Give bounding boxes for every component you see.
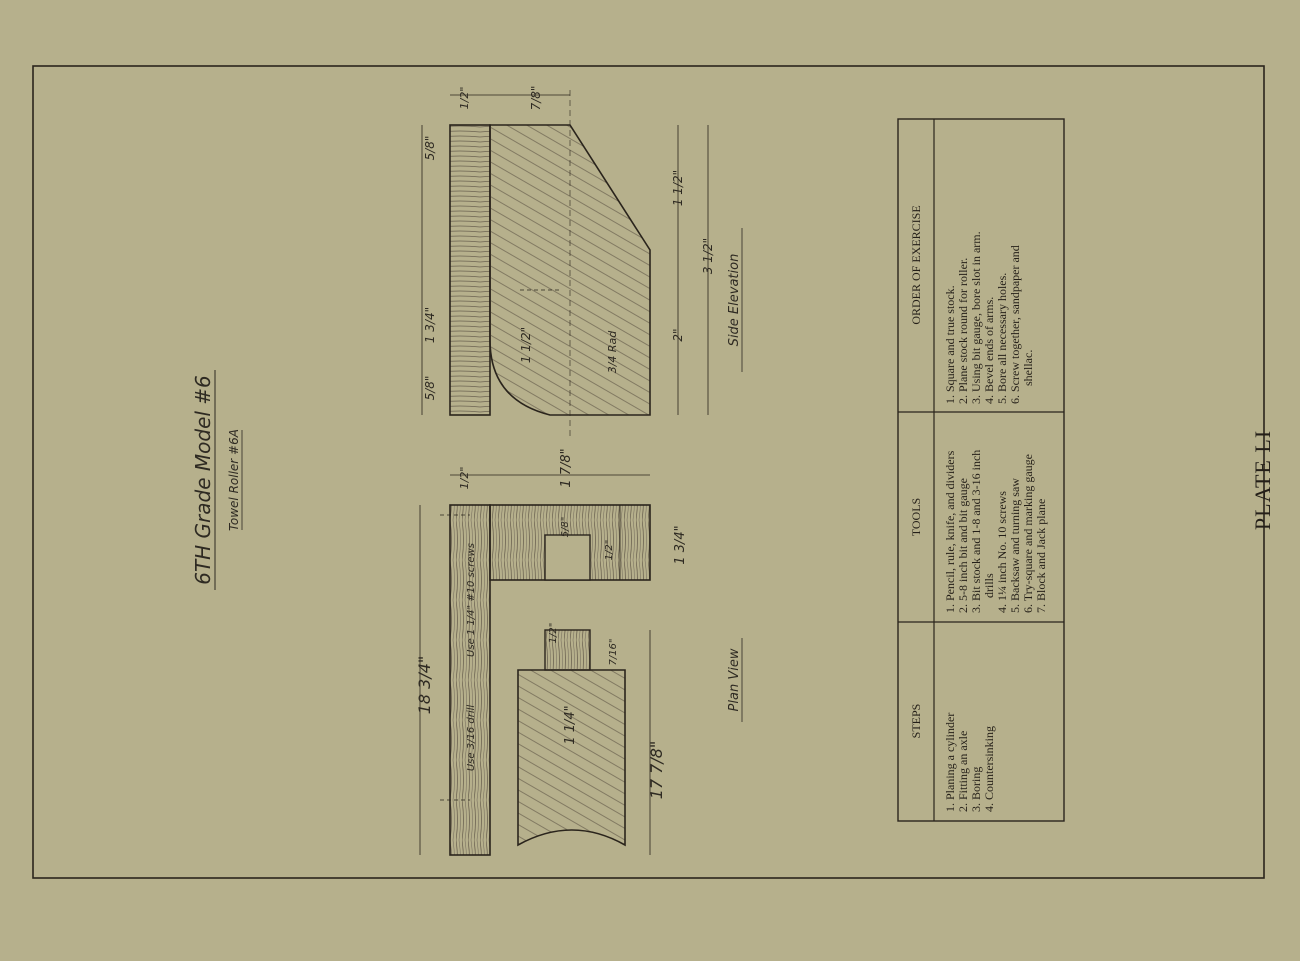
dim-length-2: 17 7/8" — [647, 741, 666, 800]
dim-side-7-8: 7/8" — [529, 86, 543, 111]
dim-side-2: 2" — [671, 328, 685, 341]
step-item: 2. Fitting an axle — [956, 731, 970, 812]
model-title: Towel Roller #6A — [227, 429, 241, 531]
order-item: 1. Square and true stock. — [943, 285, 957, 404]
side-bar — [449, 124, 491, 416]
dim-axle-7-16: 7/16" — [608, 638, 619, 665]
tool-item: 5. Backsaw and turning saw — [1008, 478, 1022, 613]
dim-slot-5-8: 5/8" — [560, 517, 571, 538]
step-item: 1. Planing a cylinder — [943, 713, 957, 812]
dim-side-1-1-2-a: 1 1/2" — [519, 327, 533, 363]
dim-side-1-1-2-b: 1 1/2" — [671, 170, 685, 206]
dim-side-5-8-b: 5/8" — [423, 376, 437, 401]
tool-item: 6. Try-square and marking gauge — [1021, 454, 1035, 613]
plan-slot — [544, 534, 591, 581]
order-column: 1. Square and true stock. 2. Plane stock… — [943, 231, 1035, 404]
header-order: ORDER OF EXERCISE — [909, 205, 923, 324]
dim-side-1-2: 1/2" — [458, 87, 471, 110]
screw-note: Use 1 1/4" #10 screws — [466, 543, 477, 657]
plan-view: 18 3/4" 17 7/8" Use 3/16 drill Use 1 1/4… — [415, 448, 743, 856]
tools-column: 1. Pencil, rule, knife, and dividers 2. … — [943, 450, 1048, 613]
order-item: 5. Bore all necessary holes. — [995, 273, 1009, 404]
dim-side-5-8-a: 5/8" — [423, 136, 437, 161]
dim-arm-3-4: 1 3/4" — [673, 525, 688, 564]
tool-item: 1. Pencil, rule, knife, and dividers — [943, 450, 957, 613]
plan-bar — [449, 504, 491, 856]
header-steps: STEPS — [909, 704, 923, 739]
dim-arm-width: 1 7/8" — [559, 448, 574, 487]
dim-side-1-3-4: 1 3/4" — [423, 307, 437, 343]
dim-slot-1-2: 1/2" — [604, 540, 615, 561]
plate-label: PLATE LI — [1250, 430, 1275, 530]
order-item: 6. Screw together, sandpaper and — [1008, 245, 1022, 404]
dim-overall-length: 18 3/4" — [415, 656, 434, 715]
step-item: 4. Countersinking — [982, 726, 996, 812]
dim-axle-1-2: 1/2" — [548, 623, 559, 644]
dim-side-rad: 3/4 Rad — [606, 330, 619, 374]
order-item: 2. Plane stock round for roller. — [956, 258, 970, 404]
exercise-table: STEPS TOOLS ORDER OF EXERCISE 1. Planing… — [897, 118, 1065, 822]
plan-axle — [544, 629, 591, 671]
dim-roller-dia: 1 1/4" — [563, 705, 578, 744]
tool-item: 2. 5-8 inch bit and bit gauge — [956, 478, 970, 613]
dim-arm-half: 1/2" — [458, 467, 471, 490]
steps-column: 1. Planing a cylinder 2. Fitting an axle… — [943, 713, 996, 812]
order-item: shellac. — [1021, 350, 1035, 404]
tool-item: 7. Block and Jack plane — [1034, 499, 1048, 613]
order-item: 3. Using bit gauge, bore slot in arm. — [969, 231, 983, 404]
dim-side-3-1-2: 3 1/2" — [701, 238, 715, 274]
plan-view-label: Plan View — [727, 648, 742, 711]
tool-item: drills — [982, 573, 996, 613]
order-item: 4. Bevel ends of arms. — [982, 297, 996, 404]
header-tools: TOOLS — [909, 498, 923, 536]
side-elevation: 1/2" 7/8" 5/8" 1 3/4" 5/8" 1 1/2" 3/4 Ra… — [421, 86, 743, 440]
tool-item: 3. Bit stock and 1-8 and 3-16 inch — [969, 450, 983, 613]
page-border — [32, 65, 1265, 879]
side-view-label: Side Elevation — [727, 254, 742, 347]
plan-roller — [517, 669, 626, 847]
drill-note: Use 3/16 drill — [466, 705, 477, 772]
tool-item: 4. 1¼ inch No. 10 screws — [995, 491, 1009, 613]
grade-title: 6TH Grade Model #6 — [191, 375, 215, 585]
step-item: 3. Boring — [969, 767, 983, 812]
